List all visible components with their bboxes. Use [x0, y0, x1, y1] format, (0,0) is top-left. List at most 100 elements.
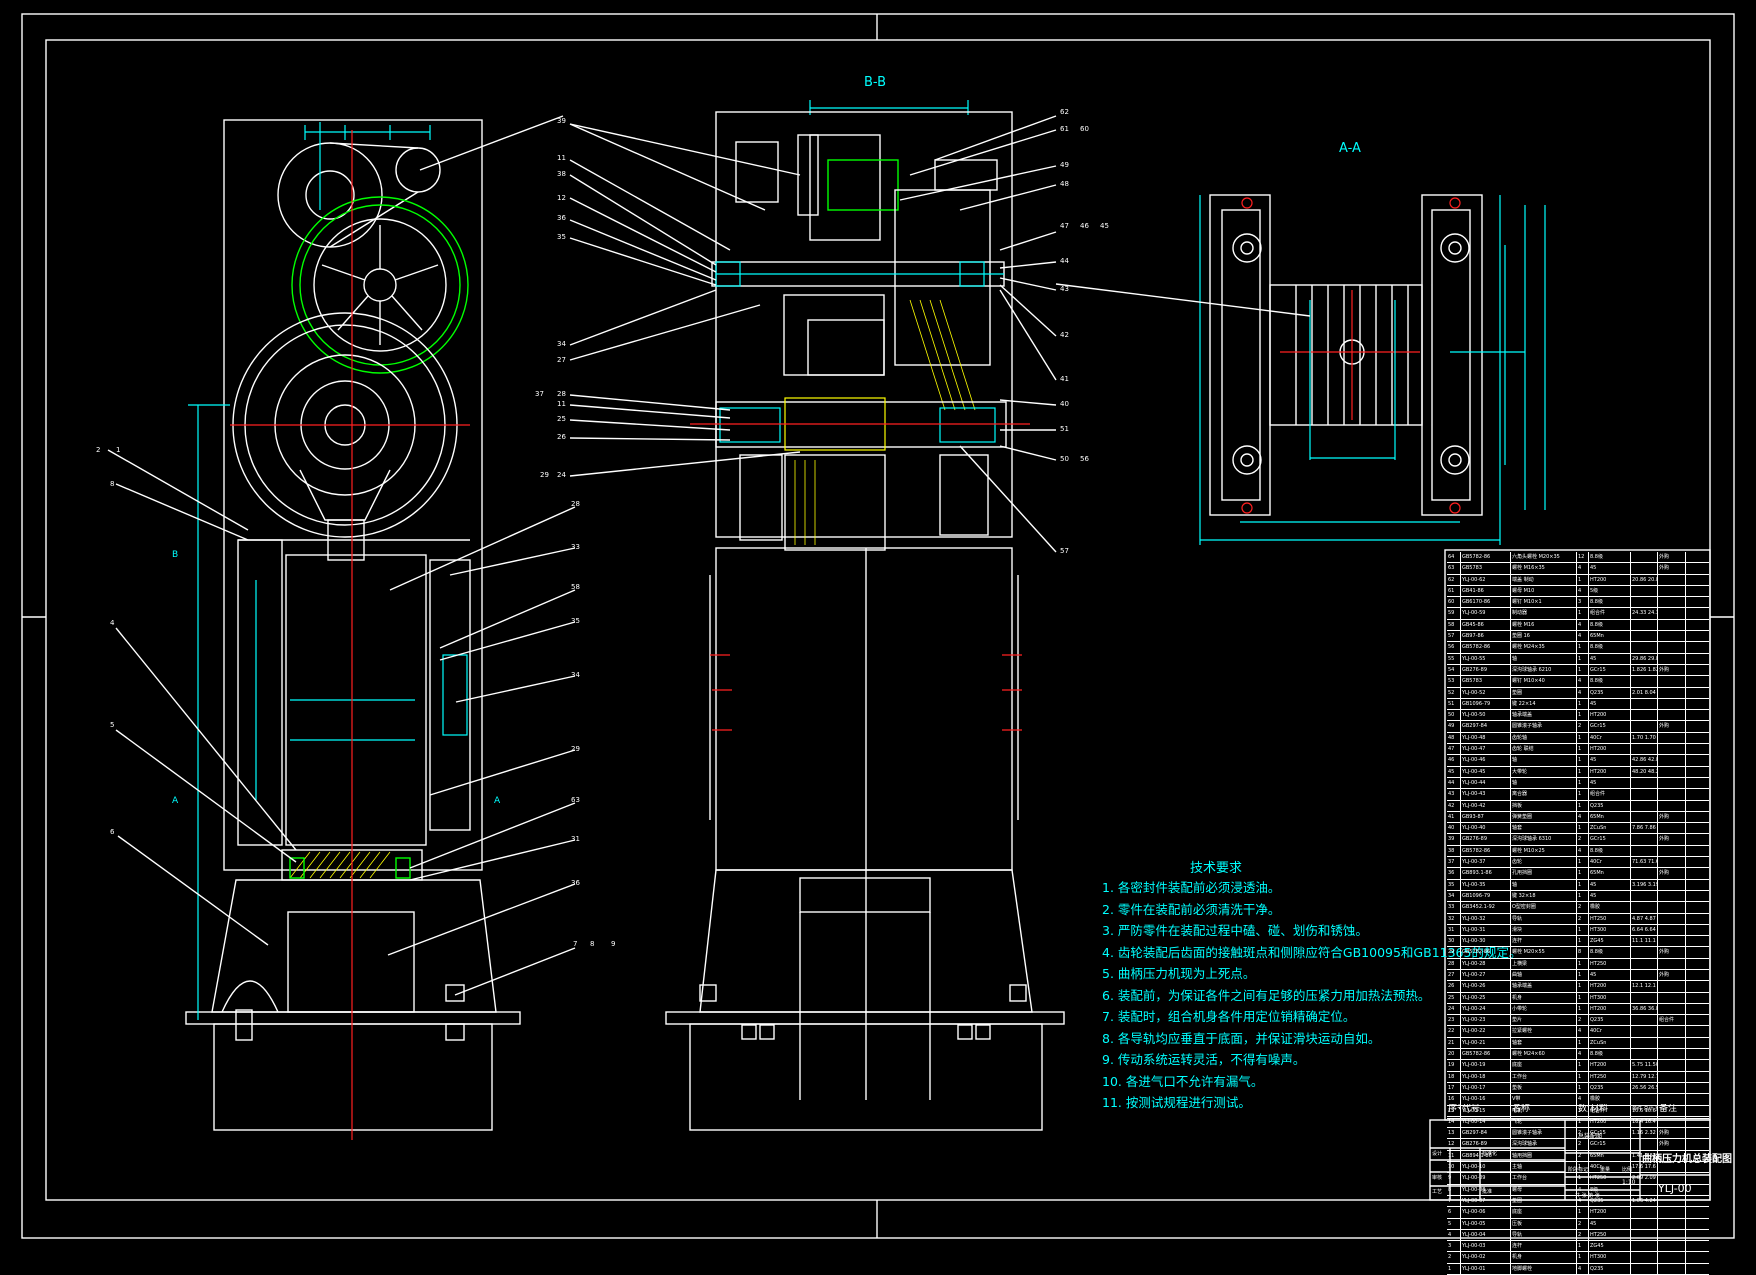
bom-cell: 4 — [1577, 563, 1589, 574]
bom-cell — [1631, 845, 1658, 857]
bom-cell: 45 — [1589, 563, 1631, 574]
bom-cell: 17 — [1447, 1082, 1461, 1094]
bom-cell: 外购 — [1658, 947, 1686, 958]
bom-cell: GB5783 — [1461, 676, 1511, 687]
bom-cell: 组合件 — [1658, 1015, 1686, 1026]
bom-cell — [1631, 597, 1658, 608]
bom-cell — [1658, 631, 1686, 642]
bom-cell — [1631, 744, 1658, 755]
bom-cell — [1658, 744, 1686, 755]
bom-cell — [1658, 608, 1686, 619]
bom-cell — [1631, 1229, 1658, 1241]
bom-cell: 5.75 11.50 — [1631, 1060, 1658, 1071]
svg-text:29: 29 — [540, 471, 549, 479]
bom-cell: 26 — [1447, 981, 1461, 992]
bom-cell: 2 — [1577, 1218, 1589, 1229]
bom-cell: 曲轴 — [1511, 969, 1577, 981]
bom-cell: Q235 — [1589, 687, 1631, 698]
bom-cell: YLJ-00-31 — [1461, 924, 1511, 936]
bom-cell: 53 — [1447, 676, 1461, 687]
bom-cell: 1 — [1577, 766, 1589, 777]
bom-cell: 齿轮轴 — [1511, 732, 1577, 744]
bom-cell: 键 32×18 — [1511, 890, 1577, 902]
bom-cell: 螺母 — [1511, 1184, 1577, 1195]
bom-cell: 40Cr — [1589, 1162, 1631, 1173]
bom-cell — [1658, 879, 1686, 890]
bom-cell: 18 — [1447, 1071, 1461, 1082]
bom-cell: 41 — [1447, 811, 1461, 823]
svg-text:49: 49 — [1060, 161, 1069, 169]
bom-cell: 孔用挡圈 — [1511, 868, 1577, 879]
bom-cell — [1631, 958, 1658, 969]
bom-cell — [1631, 947, 1658, 958]
bom-cell: 端盖 制动 — [1511, 574, 1577, 585]
bom-cell: 58 — [1447, 619, 1461, 631]
bom-cell: 4 — [1577, 631, 1589, 642]
bom-cell: 1.826 1.826 — [1631, 664, 1658, 676]
bom-cell: GB5782-86 — [1461, 947, 1511, 958]
balloon-labels: 2 1 8 4 5 6 28 33 58 35 34 29 63 31 36 7… — [96, 108, 1109, 948]
bom-cell: 深沟球轴承 6310 — [1511, 834, 1577, 845]
sheet-outer-border — [21, 13, 1735, 1239]
bom-cell: YLJ-00-09 — [1461, 1173, 1511, 1184]
bom-cell: 4 — [1577, 845, 1589, 857]
bom-cell — [1658, 1116, 1686, 1128]
bom-cell: 4 — [1577, 1026, 1589, 1037]
bom-cell: 1 — [1577, 710, 1589, 721]
bom-cell — [1631, 1241, 1658, 1252]
bom-cell — [1658, 755, 1686, 766]
svg-text:24: 24 — [557, 471, 566, 479]
bom-cell: Q235 — [1589, 800, 1631, 811]
bom-cell: 2 — [1577, 834, 1589, 845]
requirement-item: 4. 齿轮装配后齿面的接触斑点和侧隙应符合GB10095和GB11365的规定。 — [1102, 944, 1522, 960]
bom-cell: 4 — [1577, 1049, 1589, 1060]
bom-cell — [1631, 698, 1658, 710]
bom-cell: 垫片 — [1511, 1015, 1577, 1026]
bom-cell: GB276-89 — [1461, 834, 1511, 845]
bom-cell: 4 — [1577, 585, 1589, 597]
bom-cell: 11.1 11.1 — [1631, 936, 1658, 947]
svg-text:36: 36 — [557, 214, 566, 222]
bom-cell: HT300 — [1589, 924, 1631, 936]
bom-cell: 底座 — [1511, 1207, 1577, 1218]
bom-cell: 5级 — [1589, 585, 1631, 597]
bom-cell: 螺栓 M16×35 — [1511, 563, 1577, 574]
drawing-title: 曲柄压力机总装配图 — [1642, 1154, 1732, 1165]
bom-cell: 导轨 — [1511, 913, 1577, 924]
bom-cell: YLJ-00-17 — [1461, 1082, 1511, 1094]
bom-cell: 23 — [1447, 1015, 1461, 1026]
bom-cell: 27 — [1447, 969, 1461, 981]
bom-cell: 13 — [1447, 1128, 1461, 1139]
bom-cell: 29 — [1447, 947, 1461, 958]
bom-cell: GB3452.1-92 — [1461, 902, 1511, 913]
bom-cell — [1658, 1162, 1686, 1173]
requirement-item: 9. 传动系统运转灵活，不得有噪声。 — [1102, 1052, 1306, 1067]
bom-cell: 1 — [1577, 664, 1589, 676]
bom-cell: 65Mn — [1589, 631, 1631, 642]
bom-cell: GB276-89 — [1461, 1139, 1511, 1150]
title-block-frame — [1429, 1119, 1711, 1201]
bom-cell: 8 — [1577, 947, 1589, 958]
bom-cell: YLJ-00-16 — [1461, 1094, 1511, 1105]
bom-cell: 2 — [1577, 902, 1589, 913]
bom-cell: 64 — [1447, 552, 1461, 563]
svg-text:63: 63 — [571, 796, 580, 804]
bom-cell: GB1096-79 — [1461, 698, 1511, 710]
bom-cell: 4 — [1447, 1229, 1461, 1241]
bom-cell: 橡胶 — [1589, 1094, 1631, 1105]
bom-cell: 六角头螺栓 M20×35 — [1511, 552, 1577, 563]
svg-text:50: 50 — [1060, 455, 1069, 463]
bom-cell: HT200 — [1589, 744, 1631, 755]
requirement-item: 3. 严防零件在装配过程中磕、碰、划伤和锈蚀。 — [1102, 923, 1368, 938]
bom-cell: HT250 — [1589, 958, 1631, 969]
technical-requirements-title: 技术要求 — [1190, 861, 1243, 876]
bom-cell — [1631, 890, 1658, 902]
bom-cell — [1631, 1252, 1658, 1263]
bom-cell — [1631, 721, 1658, 732]
svg-text:A: A — [172, 796, 179, 806]
